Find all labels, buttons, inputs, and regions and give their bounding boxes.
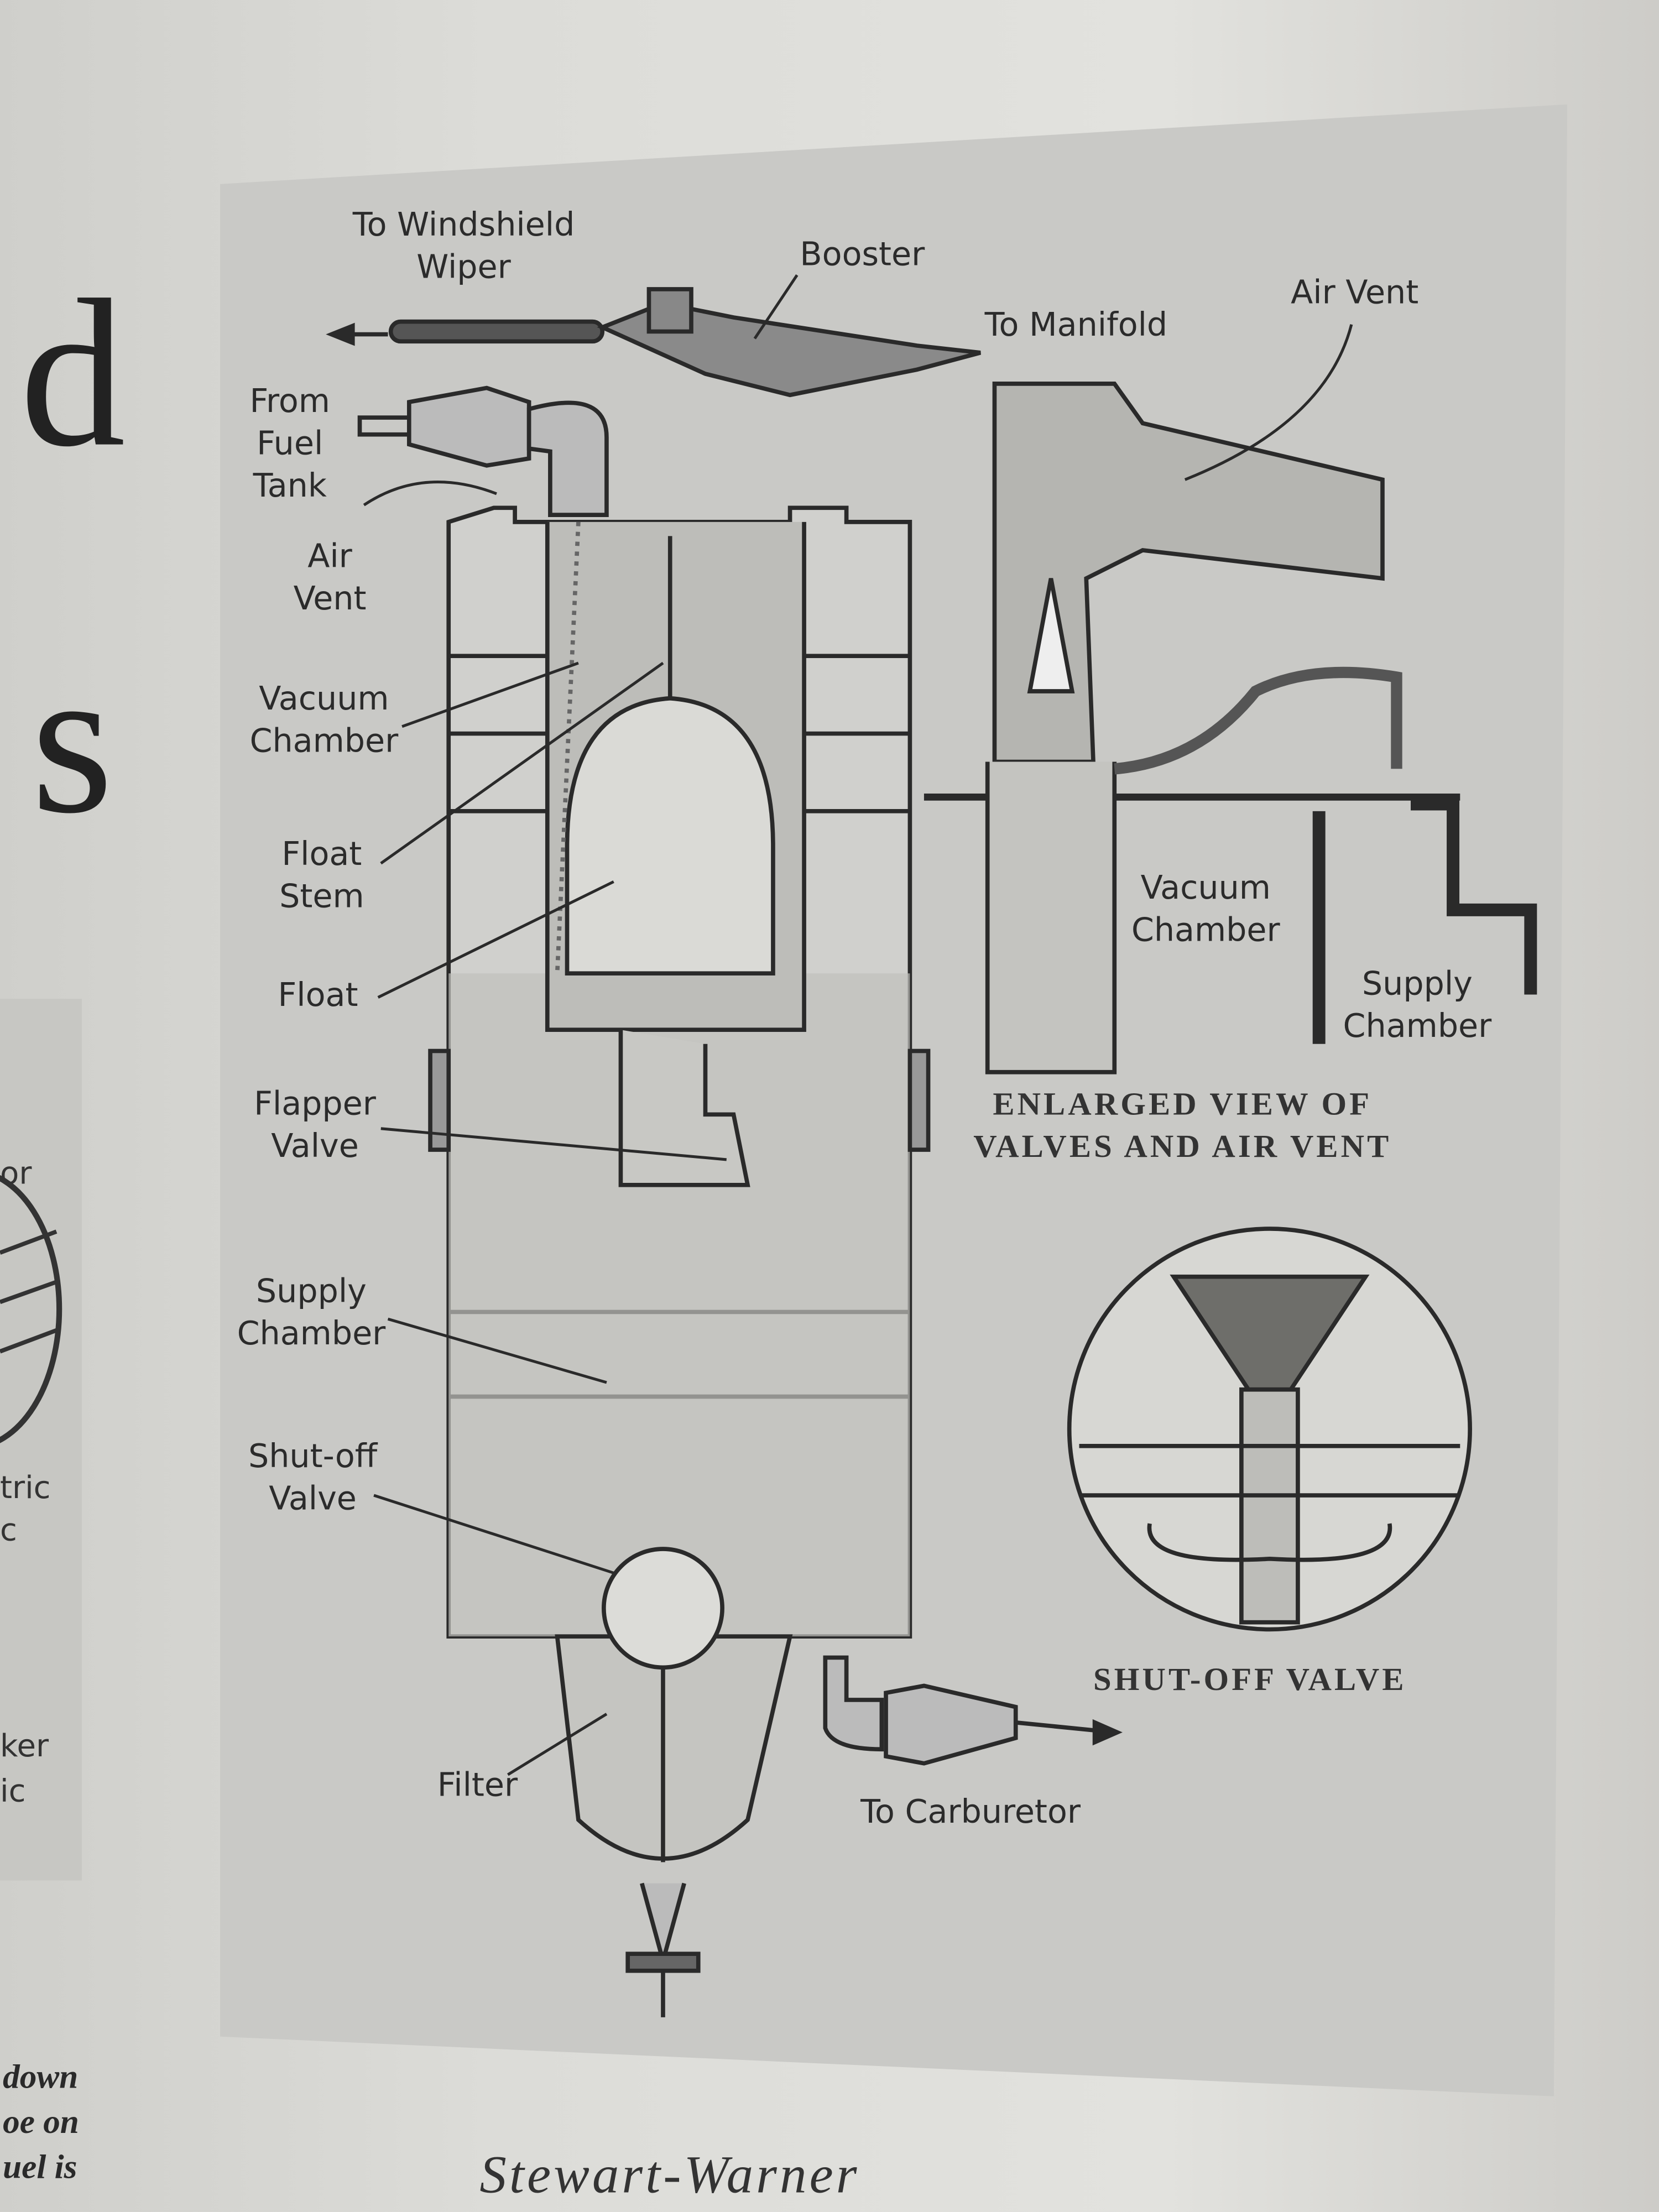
windshield-wiper-line [326, 287, 981, 398]
box-fragment: ker [0, 1729, 49, 1765]
label-float: Float [278, 977, 358, 1015]
fuel-tank-fitting [357, 385, 609, 517]
carburetor-fitting [823, 1655, 1123, 1766]
body-text-fragment: oe on [3, 2105, 79, 2142]
leader-lines [363, 274, 1353, 1776]
label-to-manifold: To Manifold [984, 307, 1168, 345]
box-fragment: ic [0, 1775, 26, 1810]
label-air-vent-top: Air Vent [1291, 275, 1419, 312]
body-text-fragment: down [3, 2059, 79, 2096]
enlarged-valve-view [924, 382, 1537, 1074]
shutoff-valve-title: SHUT-OFF VALVE [1093, 1662, 1407, 1697]
label-to-carburetor: To Carburetor [860, 1794, 1081, 1832]
headline-letter-d: d [19, 257, 126, 491]
label-booster: Booster [800, 237, 925, 274]
sidebar-figure-box: or tric c ker ic [0, 999, 82, 1881]
sidebar-circle-figure [0, 1175, 62, 1443]
article-caption: Stewart-Warner [479, 2146, 860, 2205]
filter-bowl [555, 1547, 793, 2017]
box-fragment: c [0, 1514, 17, 1549]
shutoff-valve-inset [1067, 1227, 1472, 1632]
box-fragment: tric [0, 1471, 51, 1507]
main-canister [428, 505, 931, 1639]
headline-letter-s: s [31, 623, 114, 858]
label-filter: Filter [437, 1767, 518, 1804]
body-text-fragment: uel is [3, 2150, 77, 2187]
